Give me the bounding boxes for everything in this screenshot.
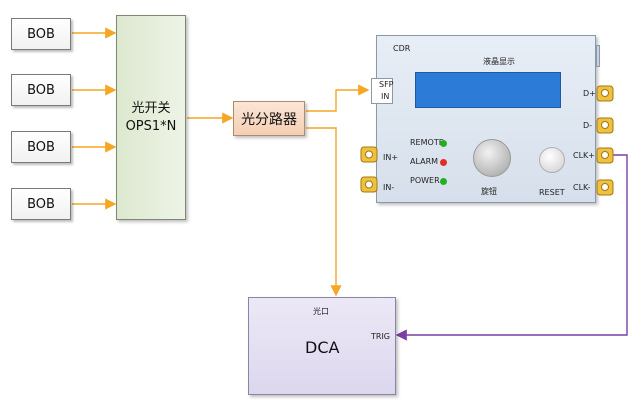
optical-splitter-label: 光分路器: [241, 111, 297, 128]
port-inplus-label: IN+: [383, 153, 399, 162]
bob-box-4: BOB: [11, 188, 71, 220]
optical-splitter-box: 光分路器: [233, 101, 305, 136]
knob-label: 旋钮: [481, 187, 497, 196]
right-connectors: [596, 85, 614, 196]
optical-switch-title: 光开关: [131, 100, 171, 116]
optical-switch-model: OPS1*N: [125, 118, 177, 134]
wire-splitter-sfp: [306, 84, 370, 112]
wire-splitter-dca: [306, 127, 342, 297]
port-clkminus-label: CLK-: [573, 183, 591, 192]
bob-label: BOB: [27, 26, 55, 42]
wire-clk-trig: [395, 154, 628, 341]
left-connectors: [360, 146, 378, 193]
alarm-label: ALARM: [410, 157, 439, 166]
power-label: POWER: [410, 176, 440, 185]
bob-box-1: BOB: [11, 18, 71, 50]
bob-box-3: BOB: [11, 131, 71, 163]
bob-label: BOB: [27, 82, 55, 98]
bob-label: BOB: [27, 139, 55, 155]
remote-led-icon: [440, 140, 447, 147]
port-inminus-label: IN-: [383, 183, 395, 192]
sfp-label: SFP: [379, 80, 394, 89]
sfp-port: [371, 78, 393, 104]
lcd-display: [415, 72, 561, 108]
power-led-icon: [440, 178, 447, 185]
dca-trig-label: TRIG: [371, 332, 391, 341]
cdr-device-panel: CDR 液晶显示 SFP IN REMOTE ALARM POWER 旋钮 RE…: [371, 35, 596, 203]
reset-button[interactable]: [539, 147, 565, 173]
port-clkplus-label: CLK+: [573, 151, 595, 160]
bob-box-2: BOB: [11, 74, 71, 106]
optical-switch-box: 光开关 OPS1*N: [116, 15, 186, 220]
sfp-in-label: IN: [381, 92, 390, 101]
port-dminus-label: D-: [583, 121, 593, 130]
port-dplus-label: D+: [583, 89, 596, 98]
reset-label: RESET: [539, 188, 565, 197]
remote-label: REMOTE: [410, 138, 444, 147]
bob-label: BOB: [27, 196, 55, 212]
lcd-label: 液晶显示: [483, 57, 515, 66]
cdr-label: CDR: [393, 44, 411, 53]
rotary-knob[interactable]: [473, 139, 511, 177]
dca-optical-port-label: 光口: [313, 307, 329, 316]
dca-box: 光口 DCA TRIG: [248, 297, 396, 395]
alarm-led-icon: [440, 159, 447, 166]
dca-title: DCA: [305, 338, 340, 357]
device-side-tab: [596, 45, 600, 67]
